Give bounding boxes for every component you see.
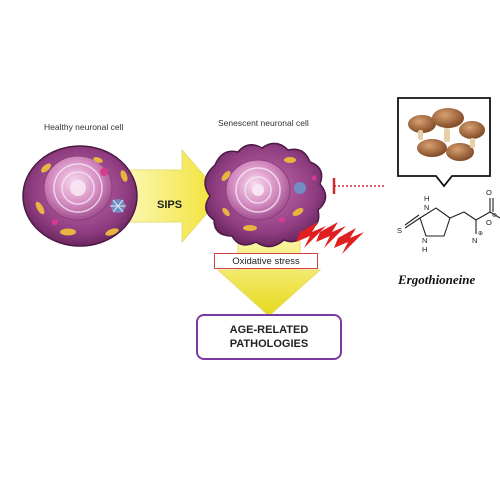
senescent-cell-label: Senescent neuronal cell: [218, 118, 309, 128]
atom-h-top: H: [424, 194, 430, 203]
senescent-cell: [204, 142, 327, 248]
atom-h-bottom: H: [422, 245, 428, 254]
lightning-bolts: [296, 222, 364, 254]
ergothioneine-structure: [404, 198, 500, 237]
atom-s: S: [397, 226, 403, 235]
atom-n-plus: N: [472, 236, 478, 245]
oxidative-stress-box: Oxidative stress: [214, 253, 318, 269]
atom-o-minus: O: [486, 218, 492, 227]
mushroom-image: [408, 108, 485, 161]
mushroom-callout: [397, 97, 491, 188]
healthy-cell-label: Healthy neuronal cell: [44, 122, 124, 132]
plus-sign: ⊕: [478, 231, 484, 237]
atom-n-bottom: N: [422, 236, 428, 245]
pathologies-line2: PATHOLOGIES: [229, 338, 309, 350]
minus-sign: ⊖: [492, 213, 498, 219]
pathologies-box: AGE-RELATED PATHOLOGIES: [196, 314, 342, 360]
healthy-cell: [22, 145, 138, 247]
compound-name: Ergothioneine: [398, 272, 476, 287]
oxidative-stress-label: Oxidative stress: [232, 256, 300, 267]
inhibition-line: [332, 178, 384, 194]
atom-o-top: O: [486, 188, 492, 197]
downward-arrow: [216, 237, 322, 317]
atom-n-top: N: [424, 203, 430, 212]
sips-label: SIPS: [157, 199, 183, 211]
pathologies-line1: AGE-RELATED: [229, 324, 309, 336]
